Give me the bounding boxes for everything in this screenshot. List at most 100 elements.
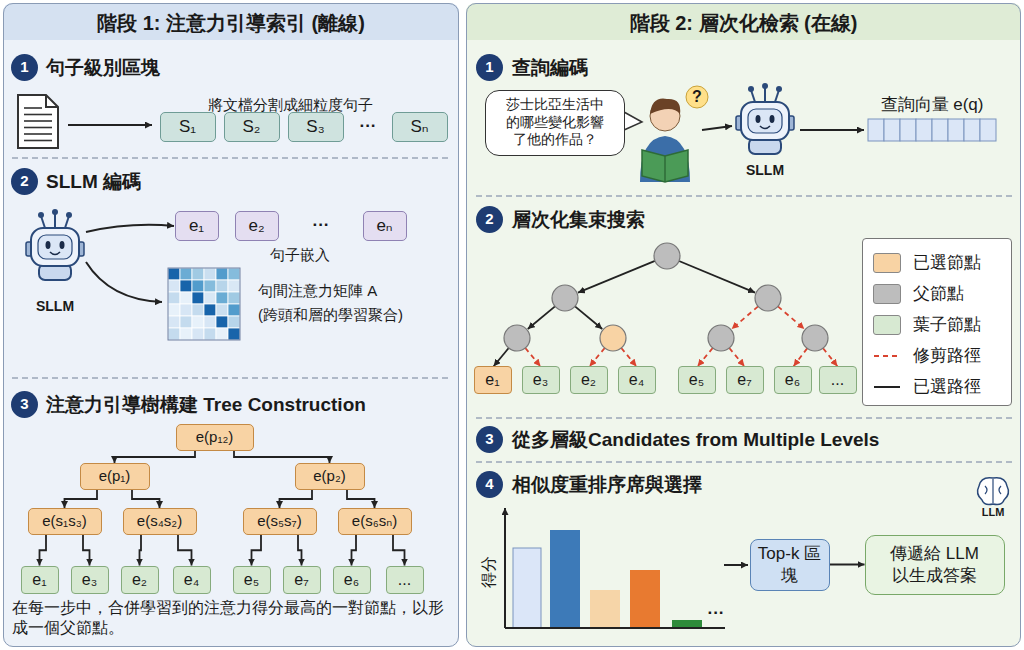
sentence-chunk: S₁ [160, 112, 216, 142]
node-text: 4 [485, 475, 493, 494]
matrix-cell [192, 316, 204, 328]
legend-text: 修剪路徑 [913, 344, 981, 367]
node-text: 1 [20, 58, 28, 77]
connector-arrow [352, 535, 357, 566]
document-text-line [24, 127, 52, 129]
matrix-cell [180, 280, 192, 292]
matrix-cell [180, 316, 192, 328]
pruned-path [794, 348, 808, 366]
annotation-label: ? [692, 87, 702, 107]
pruned-path [823, 348, 837, 366]
panel-header-bar [3, 3, 459, 40]
matrix-cell [228, 280, 240, 292]
selected-leaf-node: e₁ [474, 366, 512, 394]
query-vector-cell [868, 119, 884, 141]
sentence-chunk: Sₙ [392, 112, 448, 142]
connector-arrow [234, 451, 330, 463]
node-text: 3 [20, 395, 28, 414]
tree-leaf-node: e₆ [333, 566, 371, 594]
tree-leaf-node: e₁ [21, 566, 59, 594]
robot-face [38, 235, 72, 259]
brain-fold [985, 479, 1001, 503]
query-vector-cell [916, 119, 932, 141]
robot-antenna-tip [38, 212, 44, 218]
node-text: e₆ [785, 370, 800, 390]
legend-row: 已選路徑 [873, 371, 1001, 402]
step-title: SLLM 編碼 [46, 170, 141, 194]
node-text: e(p₁) [99, 467, 131, 486]
panel-heading: 階段 1: 注意力引導索引 (離線) [4, 11, 458, 36]
node-text: e₁ [189, 215, 204, 236]
step-title: 相似度重排序席與選擇 [512, 473, 702, 497]
node-text: 莎士比亞生活中的哪些變化影響了他的作品？ [501, 96, 609, 149]
panel-ground [3, 3, 459, 647]
node-text: Sₙ [410, 116, 428, 137]
node-text: 3 [485, 430, 493, 449]
legend-row: 葉子節點 [873, 309, 1001, 340]
tree-circle-node [552, 285, 578, 311]
legend-text: 父節點 [913, 282, 964, 305]
tree-circle-node [654, 243, 680, 269]
pruned-path [729, 348, 744, 366]
legend-text: 已選路徑 [913, 375, 981, 398]
section-divider [12, 157, 450, 158]
robot-antenna [764, 88, 766, 102]
robot-icon [26, 209, 84, 280]
node-text: 2 [20, 172, 28, 191]
matrix-cell [192, 268, 204, 280]
legend-text: 葉子節點 [913, 313, 981, 336]
matrix-cell [180, 292, 192, 304]
connector-arrow [252, 535, 262, 566]
node-text: e₂ [581, 370, 596, 390]
matrix-cell [216, 268, 228, 280]
tree-leaf-node: e₅ [678, 366, 716, 394]
matrix-cell [204, 268, 216, 280]
panel-header-bar [466, 3, 1021, 40]
tree-leaf-node: e₂ [121, 566, 159, 594]
annotation-label: (跨頭和層的學習聚合) [258, 306, 403, 325]
tree-circle-node [600, 325, 626, 351]
query-vector-cell [932, 119, 948, 141]
tree-leaf-node: ... [386, 566, 424, 594]
node-text: e₃ [82, 570, 97, 590]
annotation-label: LLM [982, 506, 1005, 520]
node-text: e₁ [32, 570, 46, 590]
selected-path [494, 348, 509, 366]
node-text: e(s₅s₇) [257, 512, 302, 531]
flow-arrow [702, 126, 732, 130]
document-icon [18, 95, 58, 148]
robot-icon [736, 83, 794, 154]
selected-path [528, 306, 555, 329]
tree-parent-node: e(s₆sₙ) [338, 508, 412, 535]
pruned-path [525, 348, 540, 366]
robot-antenna-tip [52, 209, 58, 215]
flow-arrow [800, 129, 864, 131]
node-text: S₁ [179, 116, 196, 137]
node-text: ... [831, 370, 844, 390]
legend-swatch [873, 253, 901, 273]
matrix-cell [168, 268, 180, 280]
tree-parent-node: e(s₅s₇) [243, 508, 317, 535]
legend-line [874, 355, 900, 357]
tree-parent-node: e(s₁s₃) [28, 508, 102, 535]
matrix-cell [216, 280, 228, 292]
node-text: e(s₄s₂) [137, 512, 182, 531]
annotation-label: SLLM [36, 298, 74, 316]
annotation-label: 查詢向量 e(q) [881, 94, 984, 115]
matrix-cell [168, 316, 180, 328]
robot-antenna [54, 214, 56, 228]
matrix-cell [228, 316, 240, 328]
matrix-cell [216, 328, 228, 340]
node-text: e(s₁s₃) [42, 512, 87, 531]
annotation-label: 句子嵌入 [270, 246, 330, 265]
panel-heading: 階段 2: 層次化檢索 (在線) [467, 11, 1020, 36]
matrix-cell [168, 328, 180, 340]
step-number: 1 [476, 54, 503, 81]
matrix-cell [228, 304, 240, 316]
flow-arrow [86, 225, 174, 232]
score-bar [630, 570, 660, 628]
matrix-border [168, 268, 240, 340]
step-number: 3 [476, 426, 503, 453]
connector-arrow [65, 490, 98, 508]
